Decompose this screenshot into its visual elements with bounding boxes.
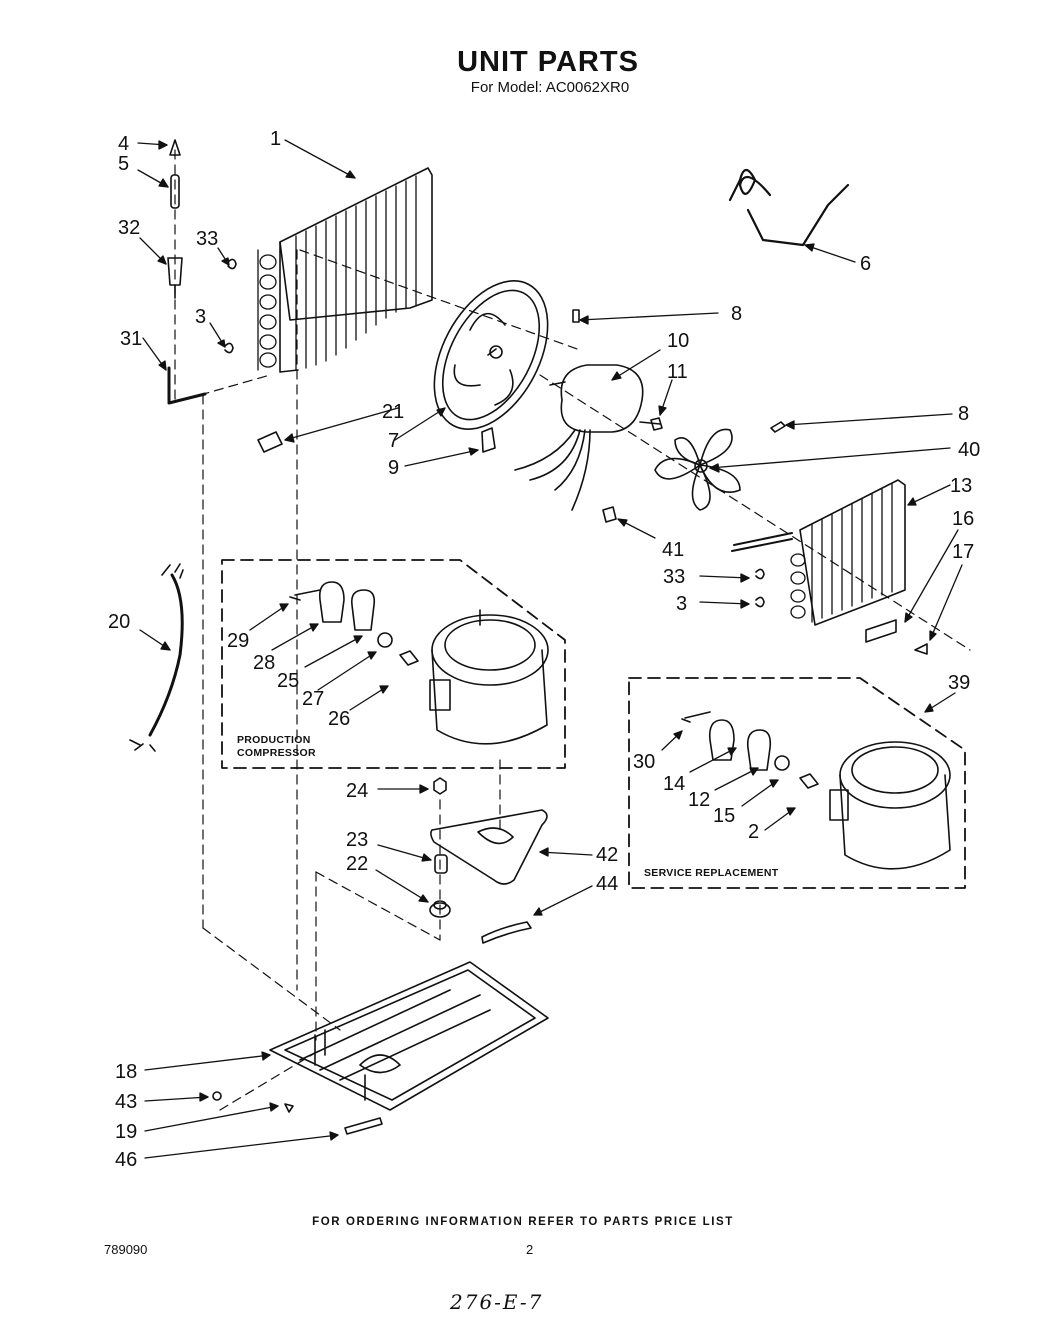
- label-part-20: 20: [108, 611, 130, 633]
- condenser-coil-drawing: [257, 167, 433, 373]
- label-part-29: 29: [227, 630, 249, 652]
- label-part-33-b: 33: [663, 566, 685, 588]
- ordering-note: FOR ORDERING INFORMATION REFER TO PARTS …: [312, 1216, 734, 1228]
- small-parts-drawing: [257, 309, 786, 453]
- label-part-9: 9: [388, 457, 399, 479]
- production-box-label-line2: COMPRESSOR: [237, 747, 316, 759]
- document-number: 789090: [104, 1242, 148, 1257]
- service-replacement-box: [628, 677, 966, 889]
- evaporator-coil-drawing: [731, 479, 928, 655]
- mounting-parts-drawing: [429, 777, 548, 944]
- label-part-39: 39: [948, 672, 970, 694]
- production-box-label-line1: PRODUCTION: [237, 734, 311, 746]
- label-part-5: 5: [118, 153, 129, 175]
- label-part-8-b: 8: [958, 403, 969, 425]
- label-part-14: 14: [663, 773, 685, 795]
- label-part-22: 22: [346, 853, 368, 875]
- label-part-27: 27: [302, 688, 324, 710]
- fan-shroud-drawing: [433, 280, 549, 430]
- label-part-4: 4: [118, 133, 129, 155]
- label-part-13: 13: [950, 475, 972, 497]
- label-part-10: 10: [667, 330, 689, 352]
- production-compressor-box: [221, 559, 566, 769]
- wiring-harness-drawing: [129, 563, 184, 752]
- model-subtitle: For Model: AC0062XR0: [470, 79, 630, 96]
- leader-lines: [137, 139, 963, 1159]
- fan-motor-drawing: [514, 364, 663, 523]
- service-compressor-drawing: [681, 711, 951, 870]
- label-part-1: 1: [270, 128, 281, 150]
- label-part-31: 31: [120, 328, 142, 350]
- label-part-6: 6: [860, 253, 871, 275]
- label-part-33-a: 33: [196, 228, 218, 250]
- label-part-2: 2: [748, 821, 759, 843]
- label-part-8-a: 8: [731, 303, 742, 325]
- label-part-17: 17: [952, 541, 974, 563]
- label-part-32: 32: [118, 217, 140, 239]
- label-part-12: 12: [688, 789, 710, 811]
- label-part-11: 11: [667, 361, 688, 383]
- service-box-label: SERVICE REPLACEMENT: [644, 867, 779, 879]
- page-number: 2: [526, 1242, 534, 1257]
- label-part-30: 30: [633, 751, 655, 773]
- handwritten-code: 276-E-7: [450, 1290, 544, 1314]
- part-labels: 1 3 4 5 6 7 8 8 9 10 11 13 16 17 20 21 3…: [108, 128, 980, 1171]
- label-part-42: 42: [596, 844, 618, 866]
- label-part-41: 41: [662, 539, 684, 561]
- heater-wire-drawing: [728, 168, 850, 247]
- label-part-15: 15: [713, 805, 735, 827]
- label-part-3: 3: [195, 306, 206, 328]
- label-part-44: 44: [596, 873, 618, 895]
- label-part-23: 23: [346, 829, 368, 851]
- assembly-dash-lines: [174, 149, 971, 1111]
- label-part-25: 25: [277, 670, 299, 692]
- base-pan-drawing: [212, 961, 549, 1135]
- label-part-19: 19: [115, 1121, 137, 1143]
- label-part-21: 21: [382, 401, 404, 423]
- label-part-28: 28: [253, 652, 275, 674]
- page-title: UNIT PARTS: [457, 46, 639, 78]
- label-part-40: 40: [958, 439, 980, 461]
- label-part-18: 18: [115, 1061, 137, 1083]
- label-part-16: 16: [952, 508, 974, 530]
- label-part-26: 26: [328, 708, 350, 730]
- label-part-24: 24: [346, 780, 368, 802]
- label-part-7: 7: [388, 430, 399, 452]
- label-part-46: 46: [115, 1149, 137, 1171]
- label-part-3-b: 3: [676, 593, 687, 615]
- blower-fan-drawing: [654, 428, 741, 511]
- production-compressor-drawing: [289, 581, 549, 745]
- capillary-fittings-drawing: [167, 139, 237, 405]
- label-part-43: 43: [115, 1091, 137, 1113]
